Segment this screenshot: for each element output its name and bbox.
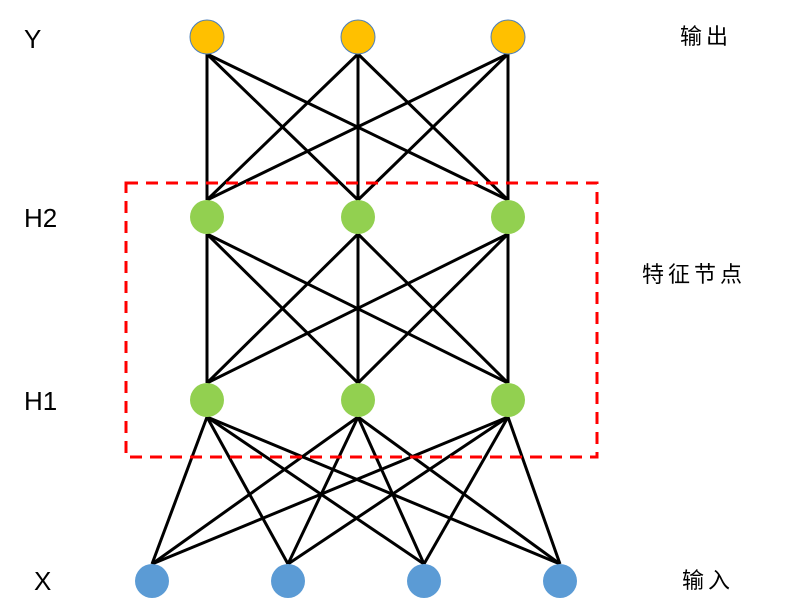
node-h1-2 [341, 383, 375, 417]
edge-H23-H11 [206, 232, 509, 385]
edge-H11-X4 [206, 415, 561, 566]
edge-H12-X4 [357, 415, 561, 566]
node-x-1 [135, 564, 169, 598]
node-h1-3 [491, 383, 525, 417]
node-x-3 [407, 564, 441, 598]
node-h1-1 [190, 383, 224, 417]
node-h2-1 [190, 200, 224, 234]
node-y-2 [340, 19, 376, 55]
layer-label-y: Y [24, 24, 42, 54]
edge-H12-X2 [286, 416, 360, 565]
output-label: 输出 [680, 25, 733, 50]
edge-H13-X2 [287, 415, 509, 566]
input-label: 输入 [682, 569, 735, 594]
layer-label-h1: H1 [24, 386, 58, 416]
edge-Y3-H21 [206, 52, 509, 202]
edge-H12-X3 [356, 416, 426, 565]
edge-H13-X3 [422, 416, 510, 565]
edges [150, 52, 562, 566]
node-x-4 [543, 564, 577, 598]
edge-H11-X1 [150, 416, 209, 565]
nodes [135, 19, 577, 598]
edge-Y3-H22 [356, 52, 510, 202]
edge-Y2-H21 [205, 52, 360, 202]
node-h2-2 [341, 200, 375, 234]
node-x-2 [271, 564, 305, 598]
edge-H23-H12 [356, 232, 510, 385]
edge-H12-X1 [151, 415, 359, 566]
edge-H22-H11 [205, 232, 360, 385]
edge-H11-X2 [205, 416, 290, 565]
feature-nodes-label: 特征节点 [642, 263, 747, 288]
edge-H13-X4 [506, 416, 562, 565]
feature-nodes-box [124, 181, 599, 459]
node-h2-3 [491, 200, 525, 234]
node-y-3 [490, 19, 526, 55]
layer-label-x: X [34, 566, 52, 596]
edge-H13-X1 [151, 415, 509, 566]
edge-H11-X3 [206, 415, 425, 566]
node-y-1 [189, 19, 225, 55]
layer-label-h2: H2 [24, 203, 58, 233]
